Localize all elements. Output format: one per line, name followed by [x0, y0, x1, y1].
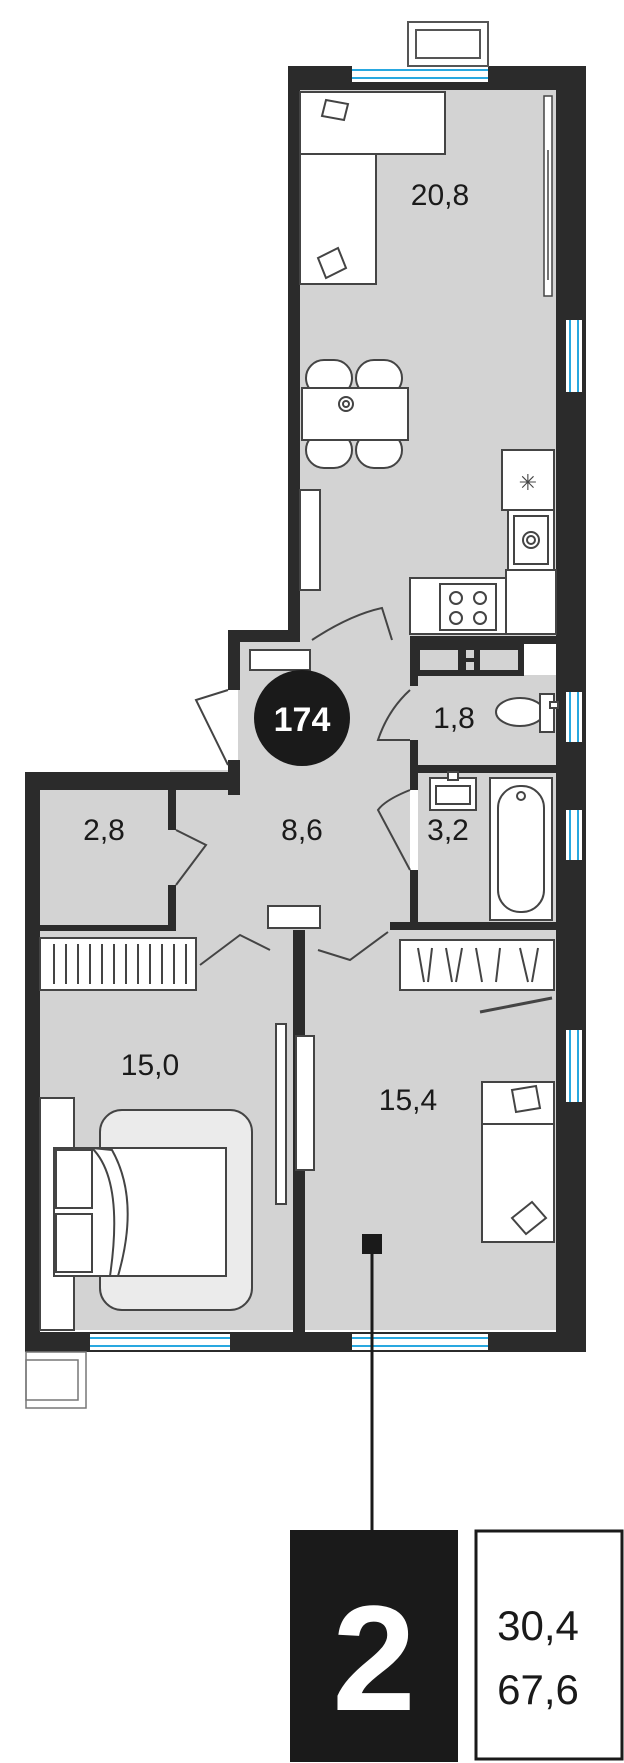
shelf-insets	[420, 650, 518, 670]
toilet-icon	[495, 693, 559, 733]
wall-step-left	[228, 630, 240, 690]
room-label-living-kitchen: 20,8	[411, 179, 469, 212]
tv-stand	[299, 489, 321, 591]
area-box	[474, 1529, 624, 1761]
window-top	[352, 66, 488, 82]
bathtub-icon	[489, 777, 553, 921]
windows	[90, 66, 582, 1350]
bath-sink-icon	[429, 771, 477, 811]
wardrobe-right-icon	[399, 939, 555, 1014]
balcony-bottom	[25, 1351, 87, 1409]
fridge-icon: ✳	[501, 449, 555, 511]
apartment-number-badge: 174	[254, 670, 350, 766]
wall-bath-left-low	[410, 870, 418, 930]
wall-storage-bottom	[40, 925, 176, 931]
window-bottom-left	[90, 1334, 230, 1350]
apartment-number: 174	[274, 701, 331, 739]
wall-left-upper	[288, 66, 300, 636]
total-area-value: 67,6	[497, 1666, 579, 1713]
window-bottom-right	[352, 1334, 488, 1350]
room-label-toilet: 1,8	[433, 702, 475, 735]
wardrobe-icon	[39, 937, 197, 991]
sofa-icon	[299, 91, 446, 285]
floor-storage	[40, 790, 170, 930]
bed-icon	[39, 1097, 253, 1331]
wall-step-top	[228, 630, 300, 642]
floors	[40, 90, 556, 1330]
window-right-bedroom	[566, 1030, 582, 1102]
entrance-door	[194, 649, 311, 766]
room-label-bedroom-right: 15,4	[379, 1084, 437, 1117]
summary-block: 2 30,4 67,6	[290, 1529, 624, 1762]
wall-shelf	[543, 95, 553, 297]
room-label-bedroom-left: 15,0	[121, 1049, 179, 1082]
room-label-storage: 2,8	[83, 814, 125, 847]
entrance-marker-icon	[362, 1234, 382, 1530]
wall-toilet-bottom	[410, 765, 556, 773]
floor-hall	[170, 770, 410, 930]
window-right-1	[566, 320, 582, 392]
wall-toilet-left-low	[410, 740, 418, 770]
wall-far-left	[25, 772, 240, 790]
balcony-top	[407, 21, 489, 67]
rooms-count-box	[290, 1530, 458, 1762]
window-right-toilet	[566, 692, 582, 742]
bedroom-sofa-icon	[481, 1081, 555, 1243]
room-label-bathroom: 3,2	[427, 814, 469, 847]
closet-partition	[275, 1023, 315, 1205]
living-area-value: 30,4	[497, 1602, 579, 1649]
wall-storage-right	[168, 790, 176, 830]
wall-left-outer	[25, 772, 40, 1350]
wall-bath-left	[410, 765, 418, 790]
door-swings	[175, 606, 411, 966]
stove-icon	[439, 583, 497, 631]
wall-storage-right-low	[168, 885, 176, 930]
sink-icon	[507, 509, 555, 571]
rooms-count: 2	[332, 1574, 415, 1742]
dining-table-icon	[301, 359, 409, 469]
hall-cabinet	[267, 905, 321, 929]
wall-bath-bottom	[390, 922, 556, 930]
room-labels: 20,8 1,8 8,6 2,8 3,2 15,0 15,4	[83, 179, 475, 1117]
svg-text:✳: ✳	[519, 471, 537, 496]
wall-toilet-top	[410, 636, 556, 644]
room-label-hall: 8,6	[281, 814, 323, 847]
window-right-bath	[566, 810, 582, 860]
